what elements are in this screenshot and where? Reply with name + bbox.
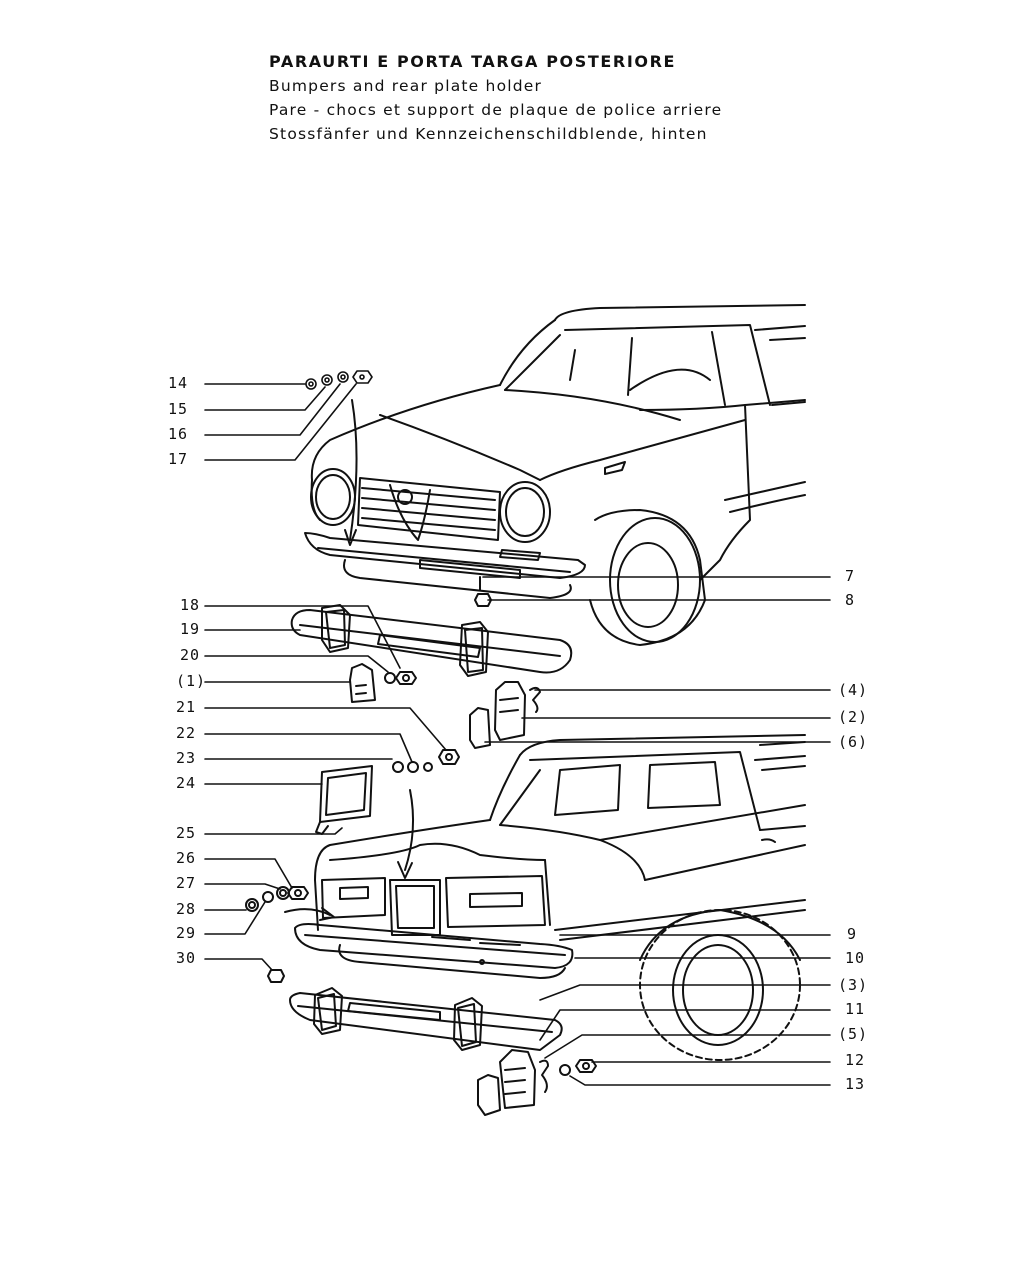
callout-22: 22 [176, 724, 197, 742]
callout-28: 28 [176, 900, 197, 918]
callout-9: 9 [847, 925, 858, 943]
title-block: PARAURTI E PORTA TARGA POSTERIORE Bumper… [269, 50, 722, 146]
callout-11: 11 [845, 1000, 866, 1018]
title-french: Pare - chocs et support de plaque de pol… [269, 101, 723, 119]
rear-bumper-exploded [289, 987, 597, 1116]
title-german: Stossfänfer und Kennzeichenschildblende,… [269, 125, 708, 143]
callout-30: 30 [176, 949, 197, 967]
title-italian: PARAURTI E PORTA TARGA POSTERIORE [269, 52, 677, 71]
callout-5: (5) [838, 1025, 869, 1043]
leader-lines [204, 370, 831, 1086]
callout-1: (1) [176, 672, 207, 690]
callout-25: 25 [176, 824, 197, 842]
callout-17: 17 [168, 450, 189, 468]
callout-29: 29 [176, 924, 197, 942]
front-bumper-exploded [290, 604, 573, 765]
callout-12: 12 [845, 1051, 866, 1069]
callout-10: 10 [845, 949, 866, 967]
callout-19: 19 [180, 620, 201, 638]
callout-18: 18 [180, 596, 201, 614]
rear-car-illustration [245, 734, 806, 1061]
callout-20: 20 [180, 646, 201, 664]
callout-21: 21 [176, 698, 197, 716]
plate-holder-parts [315, 761, 433, 879]
callout-26: 26 [176, 849, 197, 867]
front-car-illustration [304, 304, 806, 646]
callout-23: 23 [176, 749, 197, 767]
callout-16: 16 [168, 425, 189, 443]
callout-4: (4) [838, 681, 869, 699]
callout-6: (6) [838, 733, 869, 751]
title-english: Bumpers and rear plate holder [269, 77, 543, 95]
callout-8: 8 [845, 591, 856, 609]
callout-14: 14 [168, 374, 189, 392]
rear-side-brackets [469, 681, 541, 749]
callout-3: (3) [838, 976, 869, 994]
callout-13: 13 [845, 1075, 866, 1093]
callout-2: (2) [838, 708, 869, 726]
callout-7: 7 [845, 567, 856, 585]
callout-27: 27 [176, 874, 197, 892]
callout-15: 15 [168, 400, 189, 418]
callout-24: 24 [176, 774, 197, 792]
